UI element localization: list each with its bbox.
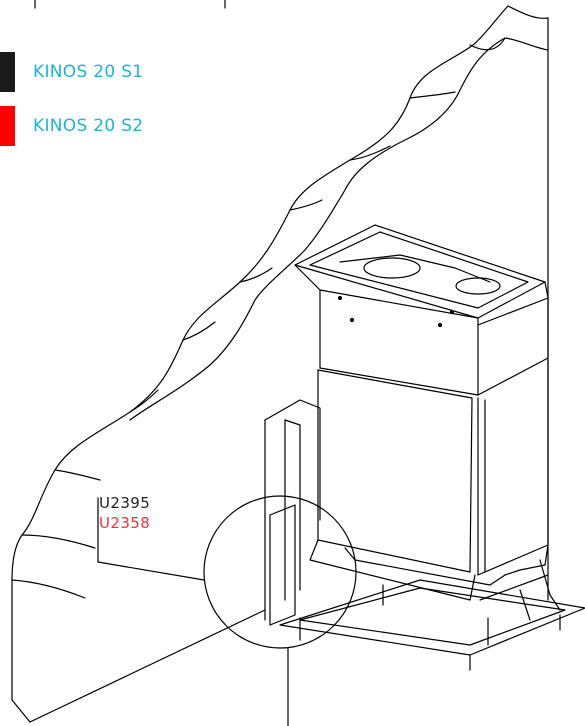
heater-body (264, 224, 585, 671)
detail-callout (97, 495, 357, 726)
legend-swatch-s1 (0, 52, 15, 92)
legend-label-s2: KINOS 20 S2 (33, 116, 144, 136)
part-code-s2: U2358 (99, 514, 151, 532)
legend-item-s2: KINOS 20 S2 (0, 106, 143, 146)
wall-panel (11, 5, 549, 723)
legend-item-s1: KINOS 20 S1 (0, 52, 143, 92)
legend-swatch-s2 (0, 106, 15, 146)
legend-label-s1: KINOS 20 S1 (33, 62, 144, 82)
part-code-s1: U2395 (99, 494, 151, 512)
